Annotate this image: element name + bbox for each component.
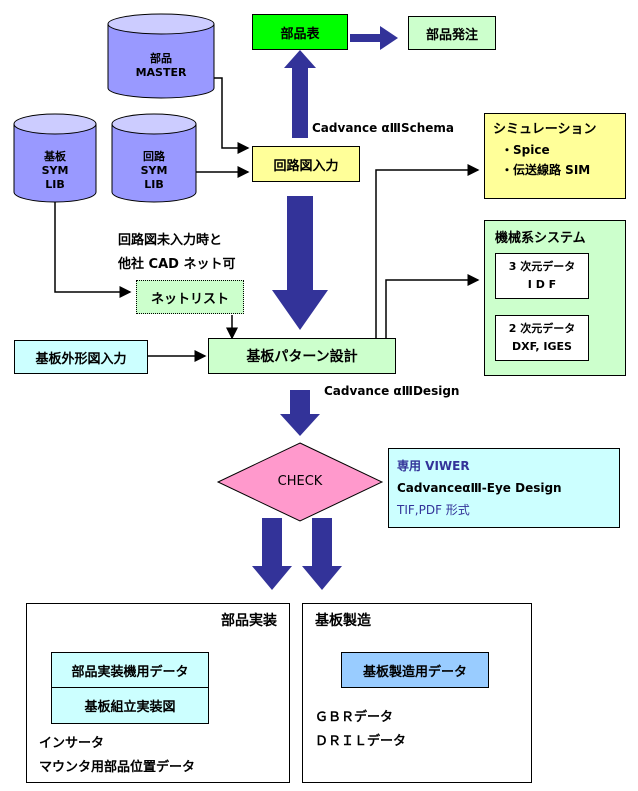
kairo-sym-line3: LIB bbox=[144, 178, 164, 191]
note-text: 回路図未入力時と 他社 CAD ネット可 bbox=[118, 229, 235, 277]
netlist-text: ネットリスト bbox=[150, 291, 229, 307]
arrow-check-to-jisso bbox=[252, 518, 292, 590]
jisso-lines: インサータ マウンタ用部品位置データ bbox=[39, 732, 195, 780]
seizo-lines: ＧＢＲデータ ＤＲＩＬデータ bbox=[315, 706, 406, 754]
note-line2: 他社 CAD ネット可 bbox=[118, 257, 236, 272]
connector-master-to-kairozu bbox=[214, 77, 250, 154]
pattern-box: 基板パターン設計 bbox=[208, 338, 396, 374]
kairozu-box: 回路図入力 bbox=[252, 146, 360, 182]
kikai-box: 機械系システム 3 次元データ I D F 2 次元データ DXF, IGES bbox=[484, 220, 626, 376]
jisso-line1: インサータ bbox=[39, 736, 105, 751]
cylinder-kiban-sym bbox=[13, 113, 97, 203]
cylinder-kairo-sym bbox=[111, 113, 197, 203]
master-label-line2: MASTER bbox=[135, 66, 187, 79]
viewer-box: 専用 VIWER CadvanceαⅢ-Eye Design TIF,PDF 形… bbox=[388, 448, 620, 528]
design-label: Cadvance αⅢDesign bbox=[324, 384, 460, 398]
jisso-title: 部品実装 bbox=[221, 613, 277, 629]
buhin-hacchu-text: 部品発注 bbox=[425, 27, 478, 43]
arrow-kairozu-to-buhinhyo bbox=[284, 50, 316, 138]
kairo-sym-line1: 回路 bbox=[143, 150, 165, 163]
schema-label: Cadvance αⅢSchema bbox=[312, 121, 455, 135]
note-line1: 回路図未入力時と bbox=[118, 233, 223, 248]
pattern-text: 基板パターン設計 bbox=[246, 349, 358, 365]
kairo-sym-line2: SYM bbox=[140, 164, 168, 177]
arrow-buhinhyo-to-hacchu bbox=[350, 26, 398, 50]
arrow-kairozu-to-pattern bbox=[272, 196, 328, 330]
simulation-item-sim: ・伝送線路 SIM bbox=[501, 163, 591, 177]
master-label: 部品 MASTER bbox=[108, 52, 214, 80]
arrow-check-to-seizo bbox=[302, 518, 342, 590]
viewer-line3: TIF,PDF 形式 bbox=[397, 503, 470, 517]
kiban-sym-line3: LIB bbox=[45, 178, 65, 191]
jisso-panel: 部品実装 部品実装機用データ 基板組立実装図 インサータ マウンタ用部品位置デー… bbox=[26, 603, 290, 783]
jisso-line2: マウンタ用部品位置データ bbox=[39, 760, 196, 775]
cylinder-buhin-master bbox=[107, 13, 215, 99]
kikai-3d-line1: 3 次元データ bbox=[508, 260, 576, 273]
kairo-sym-label: 回路 SYM LIB bbox=[112, 150, 196, 192]
check-text: CHECK bbox=[277, 474, 323, 489]
connector-pattern-to-simulation bbox=[375, 164, 480, 338]
connector-kibansym-to-netlist bbox=[54, 200, 132, 298]
viewer-line2: CadvanceαⅢ-Eye Design bbox=[397, 481, 562, 495]
simulation-box: シミュレーション ・Spice ・伝送線路 SIM bbox=[484, 113, 626, 199]
gaikei-text: 基板外形図入力 bbox=[35, 351, 127, 367]
seizo-box1: 基板製造用データ bbox=[341, 652, 489, 688]
viewer-line1: 専用 VIWER bbox=[397, 459, 470, 473]
kikai-2d-line1: 2 次元データ bbox=[508, 322, 576, 335]
buhin-hacchu-box: 部品発注 bbox=[408, 16, 496, 50]
seizo-line2: ＤＲＩＬデータ bbox=[315, 734, 407, 749]
kikai-2d-line2: DXF, IGES bbox=[512, 340, 572, 353]
kikai-3d-line2: I D F bbox=[527, 278, 557, 291]
kikai-2d-box: 2 次元データ DXF, IGES bbox=[495, 315, 589, 361]
gaikei-box: 基板外形図入力 bbox=[14, 340, 148, 374]
jisso-box1: 部品実装機用データ bbox=[51, 652, 209, 688]
arrow-pattern-to-check bbox=[280, 390, 320, 436]
netlist-box: ネットリスト bbox=[136, 280, 244, 314]
buhin-hyo-text: 部品表 bbox=[280, 26, 320, 42]
kiban-sym-label: 基板 SYM LIB bbox=[14, 150, 96, 192]
kikai-title: 機械系システム bbox=[495, 231, 586, 246]
buhin-hyo-box: 部品表 bbox=[252, 14, 348, 50]
seizo-title: 基板製造 bbox=[315, 613, 371, 629]
check-diamond bbox=[216, 442, 384, 522]
seizo-panel: 基板製造 基板製造用データ ＧＢＲデータ ＤＲＩＬデータ bbox=[302, 603, 532, 783]
simulation-title: シミュレーション bbox=[493, 122, 597, 137]
simulation-item-spice: ・Spice bbox=[501, 143, 550, 157]
kikai-3d-box: 3 次元データ I D F bbox=[495, 253, 589, 299]
jisso-box2: 基板組立実装図 bbox=[51, 688, 209, 724]
kiban-sym-line1: 基板 bbox=[44, 150, 66, 163]
master-label-line1: 部品 bbox=[150, 52, 172, 65]
kiban-sym-line2: SYM bbox=[41, 164, 69, 177]
connector-pattern-to-kikai bbox=[385, 274, 480, 338]
seizo-line1: ＧＢＲデータ bbox=[315, 710, 394, 725]
kairozu-text: 回路図入力 bbox=[273, 158, 339, 174]
